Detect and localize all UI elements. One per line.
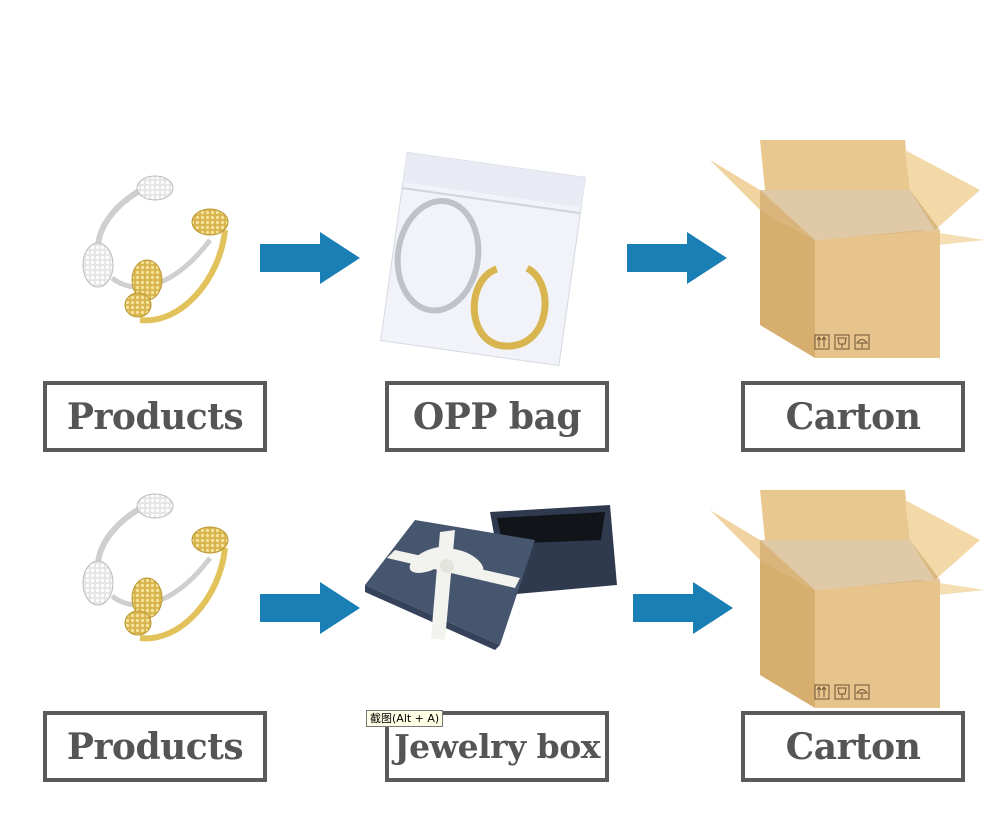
this-way-up-icon [814, 334, 830, 350]
bangle-products-image [82, 493, 229, 642]
opp-bag-label: OPP bag [412, 395, 582, 438]
products-label: Products [66, 395, 244, 438]
opp-bag-image [380, 152, 586, 367]
carton-box-image [710, 140, 985, 358]
carton-label: Carton [785, 725, 921, 768]
products-label-box: Products [43, 381, 267, 452]
jewelry-box-image [365, 505, 617, 650]
carton-label-box: Carton [741, 711, 965, 782]
jewelry-box-label: Jewelry box [394, 727, 600, 766]
carton-label-box: Carton [741, 381, 965, 452]
arrow-right-icon [633, 582, 733, 634]
bangle-products-image [82, 175, 229, 324]
carton-label: Carton [785, 395, 921, 438]
fragile-icon [834, 334, 850, 350]
products-label-box: Products [43, 711, 267, 782]
opp-bag-label-box: OPP bag [385, 381, 609, 452]
arrow-right-icon [260, 232, 360, 284]
fragile-icon [834, 684, 850, 700]
keep-dry-icon [854, 684, 870, 700]
products-label: Products [66, 725, 244, 768]
arrow-right-icon [627, 232, 727, 284]
carton-box-image [710, 490, 985, 708]
this-way-up-icon [814, 684, 830, 700]
keep-dry-icon [854, 334, 870, 350]
arrow-right-icon [260, 582, 360, 634]
screenshot-tooltip: 截图(Alt + A) [366, 710, 444, 727]
